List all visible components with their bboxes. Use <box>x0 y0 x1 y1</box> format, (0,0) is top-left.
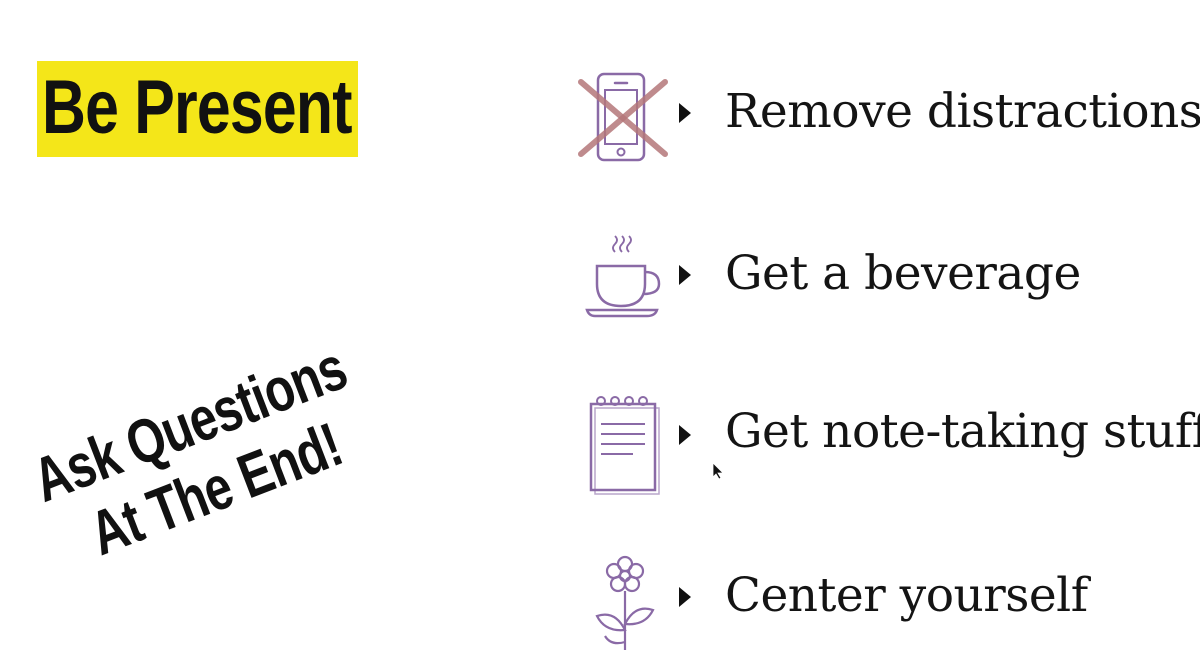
ask-questions-note: Ask Questions At The End! <box>0 266 480 650</box>
list-item-note-taking: Get note-taking stuff <box>575 388 1200 498</box>
flower-icon <box>575 550 675 660</box>
slide-title: Be Present <box>42 65 352 150</box>
list-item-remove-distractions: Remove distractions <box>575 64 1200 174</box>
item-label: Remove distractions <box>725 84 1200 139</box>
bullet-arrow-icon <box>678 264 692 286</box>
item-label: Center yourself <box>725 568 1088 623</box>
item-label: Get note-taking stuff <box>725 404 1200 459</box>
notepad-icon <box>575 388 675 498</box>
bullet-arrow-icon <box>678 586 692 608</box>
list-item-get-beverage: Get a beverage <box>575 226 1200 336</box>
coffee-cup-icon <box>575 226 675 336</box>
title-highlight <box>37 61 358 157</box>
bullet-arrow-icon <box>678 102 692 124</box>
item-label: Get a beverage <box>725 246 1081 301</box>
mouse-pointer-icon <box>712 462 724 480</box>
list-item-center-yourself: Center yourself <box>575 550 1200 660</box>
crossed-out-phone-icon <box>575 64 675 174</box>
bullet-arrow-icon <box>678 424 692 446</box>
